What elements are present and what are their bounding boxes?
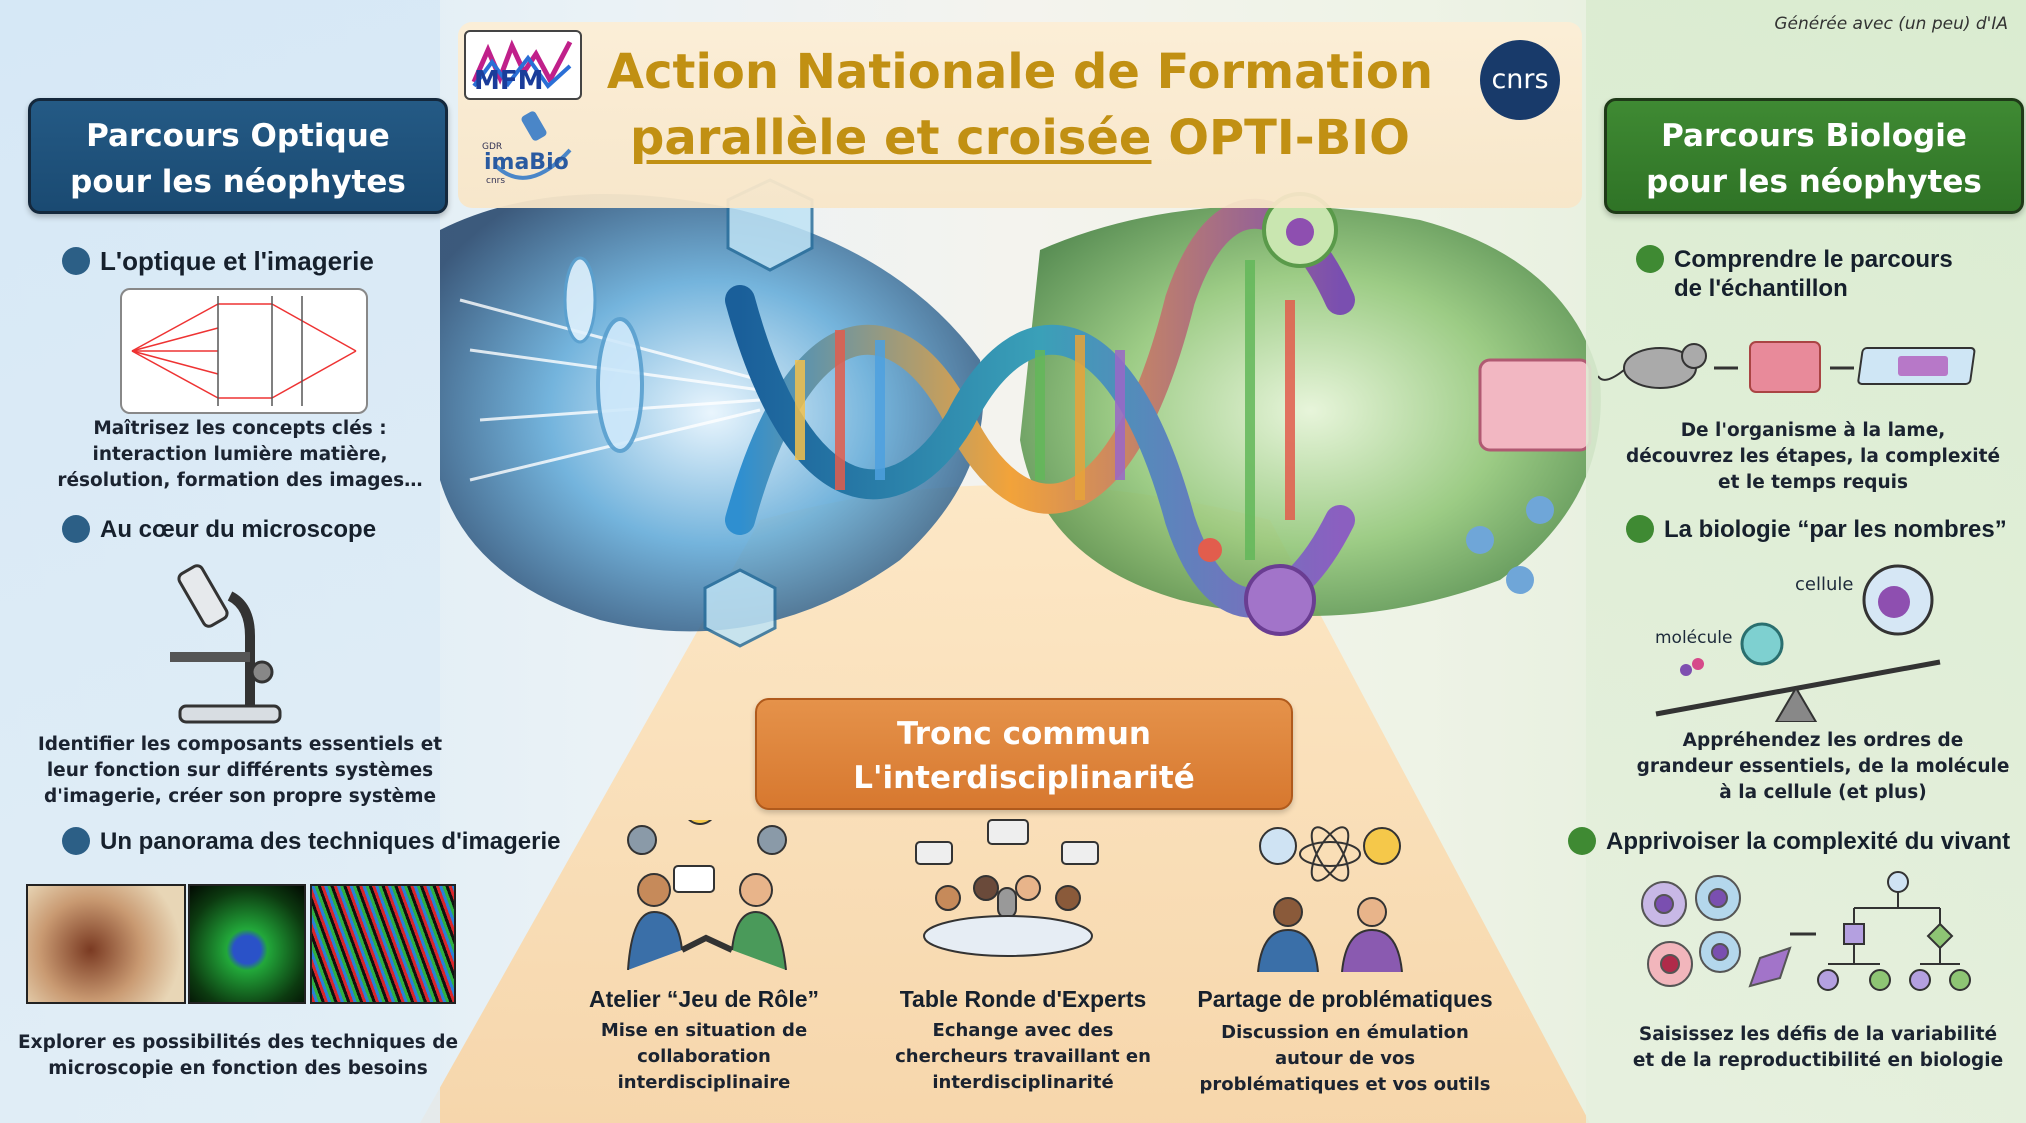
- imabio-label: imaBio: [484, 150, 569, 175]
- biology-section-2-title: La biologie “par les nombres”: [1626, 514, 2007, 545]
- molecule-label: molécule: [1655, 628, 1733, 648]
- fluorescence-cell-sample: [188, 884, 306, 1004]
- biology-section-3-desc: Saisissez les défis de la variabilité et…: [1632, 1024, 2004, 1071]
- scale-illustration: [1646, 564, 1946, 723]
- biology-section-2-desc: Appréhendez les ordres de grandeur essen…: [1636, 730, 2010, 803]
- biology-track-header: Parcours Biologie pour les néophytes: [1604, 98, 2024, 214]
- handshake-icon: [627, 791, 787, 971]
- activity-round-table-title: Table Ronde d'Experts: [899, 986, 1147, 1012]
- gdr-label: GDR: [482, 142, 503, 152]
- mfm-logo: MFM: [464, 30, 582, 100]
- biology-track-title-line1: Parcours Biologie: [1661, 118, 1967, 154]
- atom-discussion-icon: [1257, 826, 1403, 973]
- sample-path-illustration: [1597, 326, 1982, 406]
- optics-section-2-desc: Identifier les composants essentiels et …: [37, 734, 443, 807]
- cells-and-tree-graphic: [1641, 871, 1971, 991]
- imabio-logo-graphic: [494, 111, 572, 180]
- main-title-underlined: parallèle et croisée: [630, 110, 1152, 166]
- optics-section-3-desc: Explorer es possibilités des techniques …: [18, 1032, 459, 1079]
- common-core-header: Tronc commun L'interdisciplinarité: [755, 698, 1293, 810]
- main-title-line1: Action Nationale de Formation: [606, 44, 1434, 100]
- biology-by-numbers-icon: [1626, 514, 1654, 543]
- biology-section-1-desc: De l'organisme à la lame, découvrez les …: [1625, 420, 2001, 493]
- imabio-logo: GDR imaBio cnrs: [476, 106, 580, 190]
- biology-section-3-title: Apprivoiser la complexité du vivant: [1568, 826, 2010, 857]
- role-play-illustration: [622, 791, 792, 971]
- optics-track-title-line2: pour les néophytes: [70, 164, 406, 200]
- common-core-title-line1: Tronc commun: [897, 716, 1151, 752]
- variability-illustration: [1640, 868, 1980, 1008]
- common-core-title-line2: L'interdisciplinarité: [853, 760, 1195, 796]
- optics-section-2-title: Au cœur du microscope: [62, 514, 376, 545]
- optics-section-3-title: Un panorama des techniques d'imagerie: [62, 826, 561, 857]
- complexity-icon: [1568, 826, 1596, 855]
- phase-imaging-sample: [26, 884, 186, 1004]
- microscope-icon: [170, 564, 282, 724]
- round-table-icon: [915, 819, 1099, 957]
- imaging-techniques-icon: [62, 826, 90, 855]
- optics-track-header: Parcours Optique pour les néophytes: [28, 98, 448, 214]
- optics-section-icon: [62, 247, 90, 276]
- biology-track-title-line2: pour les néophytes: [1646, 164, 1982, 200]
- activity-role-play-desc: Mise en situation de collaboration inter…: [600, 1020, 808, 1093]
- round-table-illustration: [912, 818, 1102, 970]
- cell-label: cellule: [1795, 574, 1854, 595]
- ai-generated-note: Générée avec (un peu) d'IA: [1774, 14, 2008, 34]
- main-title-opti-bio: OPTI-BIO: [1168, 110, 1410, 166]
- mouse-tissue-slide-graphic: [1597, 341, 1976, 393]
- mfm-logo-text: MFM: [474, 66, 544, 96]
- cnrs-logo: cnrs: [1480, 40, 1560, 120]
- activity-role-play-title: Atelier “Jeu de Rôle”: [588, 986, 820, 1012]
- sample-path-icon: [1636, 244, 1664, 273]
- activity-problem-sharing-desc: Discussion en émulation autour de vos pr…: [1199, 1022, 1491, 1095]
- 3d-volume-sample: [310, 884, 456, 1004]
- header-banner: Action Nationale de Formation parallèle …: [458, 22, 1582, 208]
- microscope-section-icon: [62, 514, 90, 543]
- optics-track-title-line1: Parcours Optique: [86, 118, 390, 154]
- optics-section-1-desc: Maîtrisez les concepts clés : interactio…: [57, 418, 423, 491]
- problem-sharing-illustration: [1252, 820, 1408, 973]
- ray-diagram: [120, 288, 368, 414]
- imabio-sublabel: cnrs: [486, 176, 506, 186]
- activity-problem-sharing-title: Partage de problématiques: [1197, 986, 1493, 1012]
- optics-section-1-title: L'optique et l'imagerie: [62, 246, 374, 277]
- biology-section-1-title: Comprendre le parcours de l'échantillon: [1636, 244, 1953, 303]
- ray-diagram-graphic: [131, 296, 357, 406]
- activity-round-table-desc: Echange avec des chercheurs travaillant …: [895, 1020, 1151, 1093]
- microscope-illustration: [150, 556, 300, 726]
- mfm-logo-graphic: [471, 39, 573, 89]
- main-title-line2: parallèle et croisée OPTI-BIO: [458, 110, 1582, 166]
